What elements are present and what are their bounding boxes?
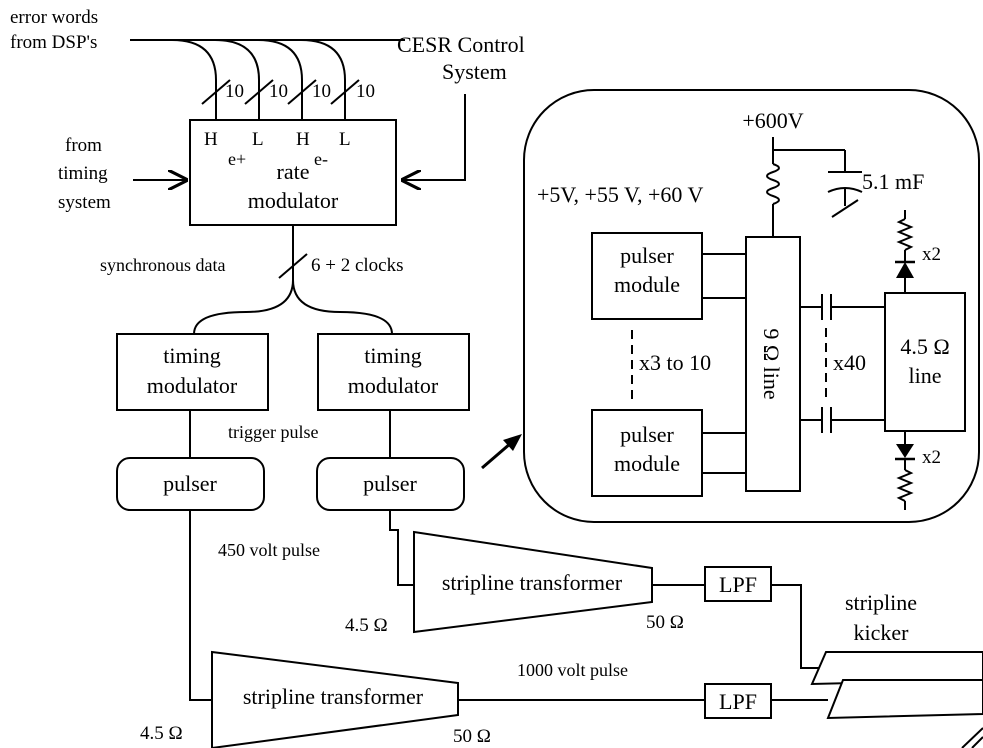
nine-ohm-line-box: [745, 236, 801, 492]
rate-mod-L-label: L: [339, 129, 351, 150]
lpf-label: LPF: [719, 689, 757, 714]
kicker-plate-top: [810, 651, 983, 686]
resistor-icon: [896, 469, 914, 502]
pulser-module-2-box: [591, 409, 703, 497]
multiplier-label: x2: [922, 244, 941, 265]
system-label: system: [58, 192, 111, 213]
rate-mod-L-label: L: [252, 129, 264, 150]
lpf-label: LPF: [719, 572, 757, 597]
four-five-ohm-line-box: [884, 292, 966, 432]
cesr-control-line: [403, 94, 466, 180]
rate-mod-H-label: H: [204, 129, 218, 150]
capacitor-label: 5.1 mF: [862, 169, 924, 194]
pulser-module-1-box: [591, 232, 703, 320]
from-label: from: [65, 135, 102, 156]
e-minus-label: e-: [314, 149, 328, 169]
from-dsps-label: from DSP's: [10, 32, 97, 53]
clocks-label: 6 + 2 clocks: [311, 255, 404, 276]
impedance-4-5-label: 4.5 Ω: [140, 723, 183, 744]
bus-width-label: 10: [269, 81, 288, 102]
impedance-4-5-label: 4.5 Ω: [345, 615, 388, 636]
stripline-transformer-label: stripline transformer: [442, 570, 623, 595]
nine-ohm-line-label: 9 Ω line: [759, 328, 784, 399]
bus-width-label: 10: [225, 81, 244, 102]
pulser-label: pulser: [620, 243, 674, 268]
volt-450-label: 450 volt pulse: [218, 540, 320, 560]
volt-1000-label: 1000 volt pulse: [517, 660, 628, 680]
e-plus-label: e+: [228, 149, 246, 169]
sync-branch-left: [193, 279, 294, 335]
pulse-1000-line: [189, 510, 212, 701]
synchronous-data-label: synchronous data: [100, 255, 225, 275]
kicker-edge: [971, 736, 983, 748]
timing-label: timing: [58, 163, 108, 184]
trigger-pulse-label: trigger pulse: [228, 422, 318, 442]
module-label: module: [614, 451, 680, 476]
stripline-transformer-label: stripline transformer: [243, 684, 424, 709]
pulser-label: pulser: [363, 471, 417, 496]
cesr-control-label: CESR Control: [397, 32, 525, 57]
kicker-label: kicker: [854, 620, 910, 645]
timing-label: timing: [364, 343, 421, 368]
module-count-label: x3 to 10: [639, 350, 711, 375]
error-words-bus: [130, 39, 405, 120]
stripline-transformer-1: [413, 530, 653, 634]
pulser-label: pulser: [620, 422, 674, 447]
lpf-1-box: [704, 566, 772, 602]
hv-supply-label: +600V: [742, 108, 803, 133]
cap-ground: [831, 199, 859, 218]
line-impedance-label: 4.5 Ω: [900, 334, 949, 359]
timing-modulator-1-box: [116, 333, 269, 411]
modulator-label: modulator: [348, 373, 439, 398]
sync-branch-right: [292, 279, 393, 335]
timing-modulator-2-box: [317, 333, 470, 411]
cap-count-label: x40: [833, 350, 866, 375]
cesr-system-label: System: [442, 59, 507, 84]
kicker-plate-bottom: [826, 679, 983, 720]
kicker-edge: [961, 727, 983, 748]
inductor: [766, 163, 780, 205]
rate-mod-H-label: H: [296, 129, 310, 150]
supply-voltages-label: +5V, +55 V, +60 V: [537, 182, 704, 207]
bus-width-label: 10: [312, 81, 331, 102]
sync-bus-slash: [278, 253, 308, 279]
impedance-50-label: 50 Ω: [453, 726, 491, 747]
impedance-50-label: 50 Ω: [646, 612, 684, 633]
module-label: module: [614, 272, 680, 297]
diode-icon: [896, 444, 914, 458]
timing-label: timing: [163, 343, 220, 368]
stripline-label: stripline: [845, 590, 917, 615]
modulator-label: modulator: [248, 188, 339, 213]
stripline-transformer-2: [211, 650, 459, 748]
bus-width-label: 10: [356, 81, 375, 102]
line-label: line: [909, 363, 942, 388]
lpf1-to-kicker-line: [771, 584, 826, 669]
resistor-icon: [896, 218, 914, 251]
diode-icon: [896, 262, 914, 278]
modulator-label: modulator: [147, 373, 238, 398]
error-words-label: error words: [10, 7, 98, 28]
rate-label: rate: [277, 159, 310, 184]
pulse-450-line: [389, 510, 414, 586]
multiplier-label: x2: [922, 447, 941, 468]
zoom-arrowhead: [503, 434, 522, 451]
pulser-label: pulser: [163, 471, 217, 496]
